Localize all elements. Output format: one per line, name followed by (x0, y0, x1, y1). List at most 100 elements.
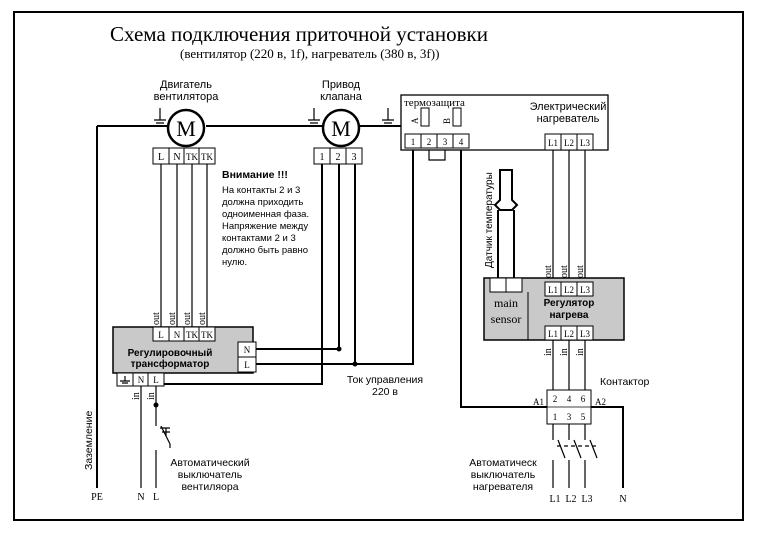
transformer-label: Регулировочный (128, 348, 213, 359)
fan-breaker-label: выключатель (178, 469, 243, 481)
ground-symbol-icon (382, 108, 394, 127)
contactor-label: Контактор (600, 376, 650, 388)
heat-regulator-bottom-terminals: L1 L2 L3 (544, 325, 594, 341)
diagram-subtitle: (вентилятор (220 в, 1f), нагреватель (38… (180, 46, 439, 61)
junction-dot (153, 402, 159, 408)
terminal-label: 3 (567, 412, 572, 422)
thermal-protection-label: термозащита (404, 97, 465, 109)
control-current-label: 220 в (372, 386, 398, 398)
terminal-label: L1 (548, 329, 558, 339)
terminal-label: N (174, 330, 181, 340)
out-label: out (575, 265, 586, 278)
terminal-label: 4 (567, 394, 572, 404)
fan-breaker-label: Автоматический (170, 457, 249, 469)
terminal-label: L3 (580, 329, 590, 339)
warning-line: На контакты 2 и 3 (222, 185, 300, 196)
contactor: Контактор 2 4 6 1 3 5 A1 A2 (533, 376, 650, 425)
terminal-label: 5 (581, 412, 586, 422)
warning-line: должно быть равно (222, 245, 308, 256)
terminal-label: 1 (411, 137, 416, 147)
warning-line: Напряжение между (222, 221, 308, 232)
terminal-label: 3 (443, 137, 448, 147)
fan-motor: Двигатель вентилятора M L N TK TK (152, 79, 220, 165)
fan-motor-label: Двигатель (160, 79, 212, 91)
thermal-terminals: 1 2 3 4 (404, 133, 470, 149)
terminal-label: L1 (548, 285, 558, 295)
terminal-label: 4 (459, 137, 464, 147)
in-label: in (559, 348, 570, 356)
valve-drive-label: клапана (320, 91, 363, 103)
grounding-label: Заземление (83, 411, 95, 470)
breaker-switch-icon (160, 427, 170, 436)
sensor-input-label: main (494, 296, 518, 310)
terminal-label: 2 (427, 137, 432, 147)
fan-motor-circle (166, 108, 206, 148)
ground-symbol-icon (120, 376, 130, 384)
terminal-label: N (173, 152, 180, 163)
mains-label: L (153, 492, 159, 503)
terminal-label: 1 (320, 152, 325, 163)
junction-dot (352, 361, 358, 367)
heater-breaker-label: нагревателя (473, 481, 533, 493)
warning-line: контактами 2 и 3 (222, 233, 296, 244)
transformer-top-terminals: L N TK TK (152, 326, 216, 342)
thermal-pair-label: A (410, 117, 420, 124)
in-label: in (146, 392, 157, 400)
sensor-input-label: sensor (491, 312, 522, 326)
terminal-label: L (153, 375, 159, 385)
terminal-label: 3 (352, 152, 357, 163)
out-label: out (182, 312, 193, 325)
mains-label: L3 (581, 494, 592, 505)
regulating-transformer: Регулировочный трансформатор L N TK TK N… (112, 312, 257, 400)
heat-regulator: main sensor Регулятор нагрева L1 L2 L3 L… (483, 265, 625, 356)
terminal-label: 6 (581, 394, 586, 404)
thermal-contact-b (452, 107, 462, 127)
terminal-label: TK (201, 152, 213, 162)
control-current-label: Ток управления (347, 374, 423, 386)
warning-line: одноименная фаза. (222, 209, 309, 220)
in-label: in (131, 392, 142, 400)
terminal-label: L2 (564, 285, 574, 295)
fan-motor-terminals: L N TK TK (152, 147, 216, 165)
mains-label: PE (91, 492, 103, 503)
coil-terminal-label: A1 (533, 397, 544, 407)
junction-dot (336, 346, 342, 352)
terminal-label: N (138, 375, 145, 385)
valve-drive-label: Привод (322, 79, 361, 91)
in-label: in (575, 348, 586, 356)
diagram-border (13, 11, 744, 521)
out-label: out (559, 265, 570, 278)
heater-breaker-label: выключатель (471, 469, 536, 481)
valve-drive: Привод клапана M 1 2 3 (308, 79, 394, 165)
coil-terminal-label: A2 (595, 397, 606, 407)
temperature-sensor: Датчик температуры (484, 169, 519, 268)
transformer-bottom-terminals: N L (116, 372, 165, 387)
terminal-label: L2 (564, 329, 574, 339)
warning-note: Внимание !!! На контакты 2 и 3 должна пр… (222, 169, 309, 268)
fan-motor-symbol: M (176, 116, 196, 141)
terminal-label: L (158, 330, 164, 340)
heater-label: нагреватель (537, 113, 600, 125)
sensor-probe-icon (493, 169, 519, 211)
fan-motor-label: вентилятора (154, 91, 220, 103)
valve-motor-symbol: M (331, 116, 351, 141)
heat-regulator-top-terminals: L1 L2 L3 (544, 281, 594, 297)
fan-breaker-label: вентиляора (181, 481, 238, 493)
terminal-label: TK (201, 330, 213, 340)
heater-breaker-label: Автоматическ (469, 457, 537, 469)
out-label: out (167, 312, 178, 325)
thermal-contact-a (420, 107, 430, 127)
terminal-label: L (158, 152, 164, 163)
mains-label: N (137, 492, 144, 503)
out-label: out (151, 312, 162, 325)
warning-heading: Внимание !!! (222, 169, 288, 181)
mains-label: L2 (565, 494, 576, 505)
terminal-label: L3 (580, 285, 590, 295)
mains-label: L1 (549, 494, 560, 505)
out-label: out (543, 265, 554, 278)
warning-line: должна приходить (222, 197, 303, 208)
in-label: in (543, 348, 554, 356)
heat-regulator-label: Регулятор (544, 298, 595, 309)
fan-breaker: Автоматический выключатель вентиляора (160, 427, 250, 493)
